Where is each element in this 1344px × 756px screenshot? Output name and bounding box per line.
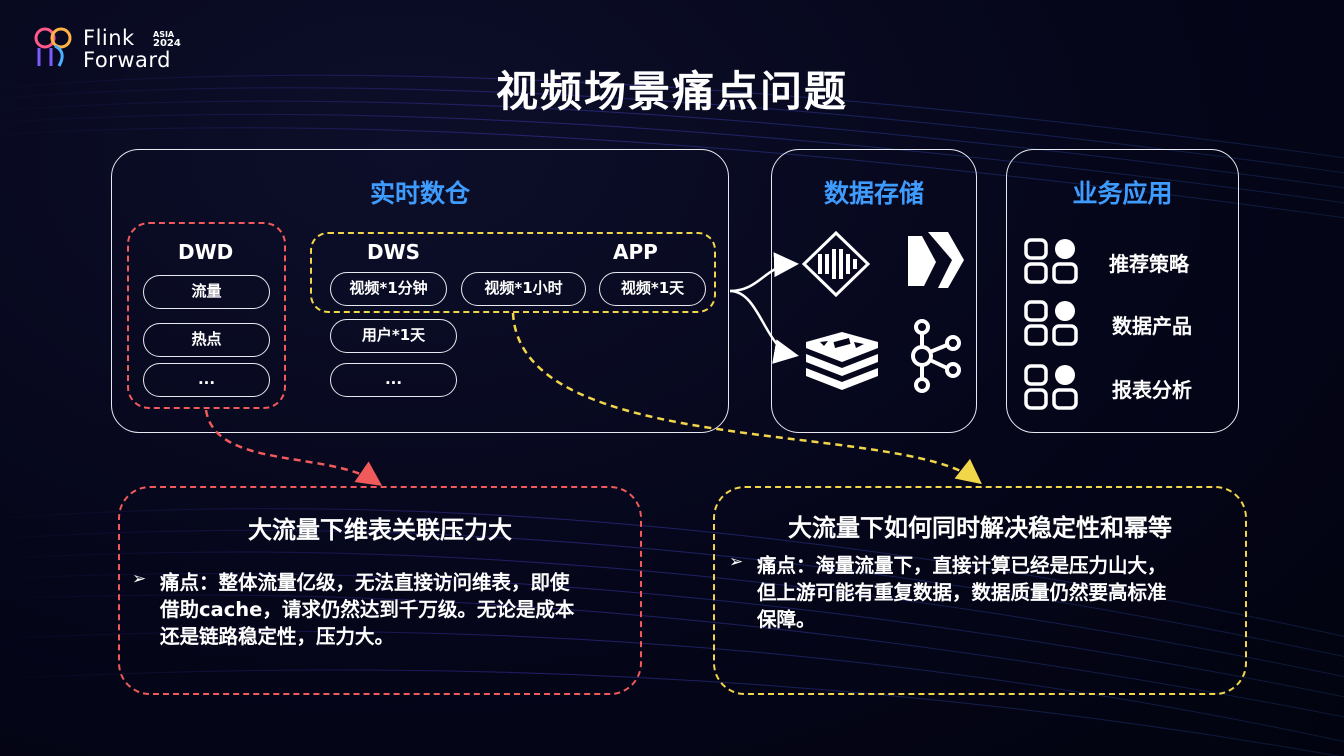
arrow-bullet-icon: ➢ <box>729 552 744 572</box>
business-item-label: 报表分析 <box>1112 378 1192 402</box>
flink-forward-logo: Flink Forward ASIA 2024 <box>33 26 193 74</box>
storage-title: 数据存储 <box>823 179 924 208</box>
dws-app-group <box>310 232 716 313</box>
apps-grid-icon <box>1024 364 1078 410</box>
business-panel: 业务应用 <box>1006 149 1239 433</box>
clickhouse-icon <box>801 230 871 298</box>
warehouse-panel: 实时数仓 <box>111 149 729 433</box>
flink-logo-icon <box>34 27 72 67</box>
page-title: 视频场景痛点问题 <box>495 67 848 116</box>
dwd-group <box>127 222 286 409</box>
business-item-report: 报表分析 <box>1024 364 1224 412</box>
druid-icon <box>908 232 964 288</box>
dws-item-video-1min: 视频*1分钟 <box>330 272 447 306</box>
apps-grid-icon <box>1024 238 1078 284</box>
redis-icon <box>806 332 878 390</box>
business-item-recommend: 推荐策略 <box>1024 238 1224 286</box>
kafka-icon <box>911 319 961 393</box>
business-item-label: 数据产品 <box>1112 314 1192 338</box>
issue-right-line-1: 痛点：海量流量下，直接计算已经是压力山大， <box>757 554 1167 577</box>
logo-flink-text: Flink <box>83 26 135 50</box>
issue-left-line-2: 借助cache，请求仍然达到千万级。无论是成本 <box>160 598 575 621</box>
issue-left-box: 大流量下维表关联压力大 ➢ 痛点：整体流量亿级，无法直接访问维表，即使 借助ca… <box>118 486 642 695</box>
issue-right-box: 大流量下如何同时解决稳定性和幂等 ➢ 痛点：海量流量下，直接计算已经是压力山大，… <box>713 486 1247 695</box>
dws-label: DWS <box>367 240 421 264</box>
apps-grid-icon <box>1024 300 1078 346</box>
business-item-data-product: 数据产品 <box>1024 300 1224 348</box>
business-title: 业务应用 <box>1072 179 1173 208</box>
app-item-video-1day: 视频*1天 <box>599 272 706 306</box>
warehouse-title: 实时数仓 <box>369 179 470 208</box>
issue-left-line-1: 痛点：整体流量亿级，无法直接访问维表，即使 <box>160 571 570 594</box>
issue-right-title: 大流量下如何同时解决稳定性和幂等 <box>788 514 1172 542</box>
issue-right-bullet: ➢ 痛点：海量流量下，直接计算已经是压力山大， 但上游可能有重复数据，数据质量仍… <box>729 552 1239 642</box>
logo-region: ASIA <box>153 30 175 39</box>
business-item-label: 推荐策略 <box>1109 252 1189 276</box>
issue-left-line-3: 还是链路稳定性，压力大。 <box>160 625 395 648</box>
dwd-item-hotspot: 热点 <box>143 323 270 357</box>
dwd-item-more: ... <box>143 363 270 397</box>
dws-item-user-1day: 用户*1天 <box>330 319 457 353</box>
logo-year: 2024 <box>153 38 181 49</box>
dws-item-video-1hour: 视频*1小时 <box>461 272 586 306</box>
app-label: APP <box>613 240 658 264</box>
arrow-bullet-icon: ➢ <box>132 569 147 589</box>
dws-item-more: ... <box>330 363 457 397</box>
dwd-label: DWD <box>178 240 234 264</box>
issue-right-line-3: 保障。 <box>757 608 816 631</box>
issue-left-bullet: ➢ 痛点：整体流量亿级，无法直接访问维表，即使 借助cache，请求仍然达到千万… <box>132 569 632 659</box>
logo-forward-text: Forward <box>83 48 171 72</box>
issue-left-title: 大流量下维表关联压力大 <box>248 516 512 544</box>
issue-right-line-2: 但上游可能有重复数据，数据质量仍然要高标准 <box>757 581 1167 604</box>
dwd-item-traffic: 流量 <box>143 275 270 309</box>
